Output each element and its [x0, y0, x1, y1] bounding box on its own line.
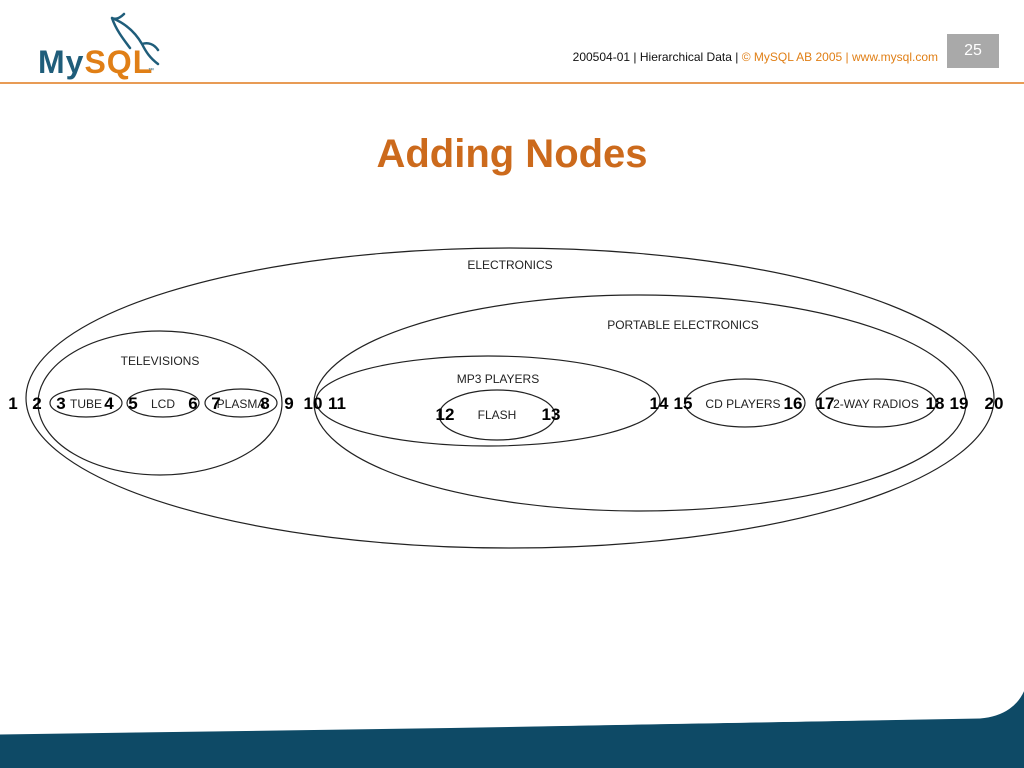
slide-title: Adding Nodes: [376, 132, 648, 176]
node-label: FLASH: [478, 408, 517, 422]
logo-trademark: ™: [148, 68, 154, 74]
set-number: 2: [32, 394, 41, 413]
set-number: 14: [650, 394, 669, 413]
set-number: 10: [304, 394, 323, 413]
logo-my: My: [38, 44, 85, 80]
dolphin-icon: [110, 12, 160, 66]
oval-lcd: [126, 388, 200, 418]
set-number: 4: [104, 394, 114, 413]
set-number: 16: [784, 394, 803, 413]
oval-2way-radios: [815, 378, 937, 428]
mysql-logo: MySQL ™: [30, 8, 170, 80]
node-label: PORTABLE ELECTRONICS: [607, 318, 759, 332]
separator: |: [735, 50, 739, 64]
node-label: MP3 PLAYERS: [457, 372, 539, 386]
node-label: TUBE: [70, 397, 102, 411]
node-label: 2-WAY RADIOS: [833, 397, 919, 411]
header-info: 200504-01 | Hierarchical Data | © MySQL …: [573, 50, 938, 64]
set-number: 19: [950, 394, 969, 413]
node-label: TELEVISIONS: [121, 354, 200, 368]
separator: |: [633, 50, 637, 64]
set-number: 11: [328, 394, 346, 413]
site-url[interactable]: www.mysql.com: [851, 50, 938, 64]
slide-id: 200504-01: [572, 50, 631, 64]
node-label: ELECTRONICS: [467, 258, 552, 272]
set-number: 3: [56, 394, 65, 413]
footer-band: [0, 690, 1024, 768]
set-number: 8: [260, 394, 269, 413]
copyright: © MySQL AB 2005: [741, 50, 843, 64]
set-number: 5: [128, 394, 137, 413]
logo-sql: SQL: [84, 44, 154, 80]
set-number: 1: [8, 394, 17, 413]
set-number: 6: [188, 394, 197, 413]
oval-tube: [49, 388, 123, 418]
oval-flash: [438, 389, 556, 441]
set-number: 17: [816, 394, 835, 413]
separator: |: [845, 50, 849, 64]
oval-electronics: [25, 247, 995, 549]
set-number: 9: [284, 394, 293, 413]
oval-mp3-players: [315, 355, 661, 447]
node-label: PLASMA: [217, 397, 266, 411]
set-number: 13: [542, 405, 561, 424]
set-number: 20: [985, 394, 1004, 413]
set-number: 12: [436, 405, 455, 424]
set-number: 7: [211, 394, 220, 413]
logo-wordmark: MySQL: [38, 44, 153, 81]
set-number: 15: [674, 394, 693, 413]
page-number: 25: [947, 34, 999, 68]
oval-televisions: [37, 330, 283, 476]
node-label: LCD: [151, 397, 175, 411]
header-divider: [0, 82, 1024, 84]
oval-plasma: [204, 388, 278, 418]
set-number: 18: [926, 394, 945, 413]
slide-topic: Hierarchical Data: [639, 50, 732, 64]
oval-cd-players: [684, 378, 806, 428]
node-label: CD PLAYERS: [705, 397, 780, 411]
oval-portable-electronics: [313, 294, 967, 512]
